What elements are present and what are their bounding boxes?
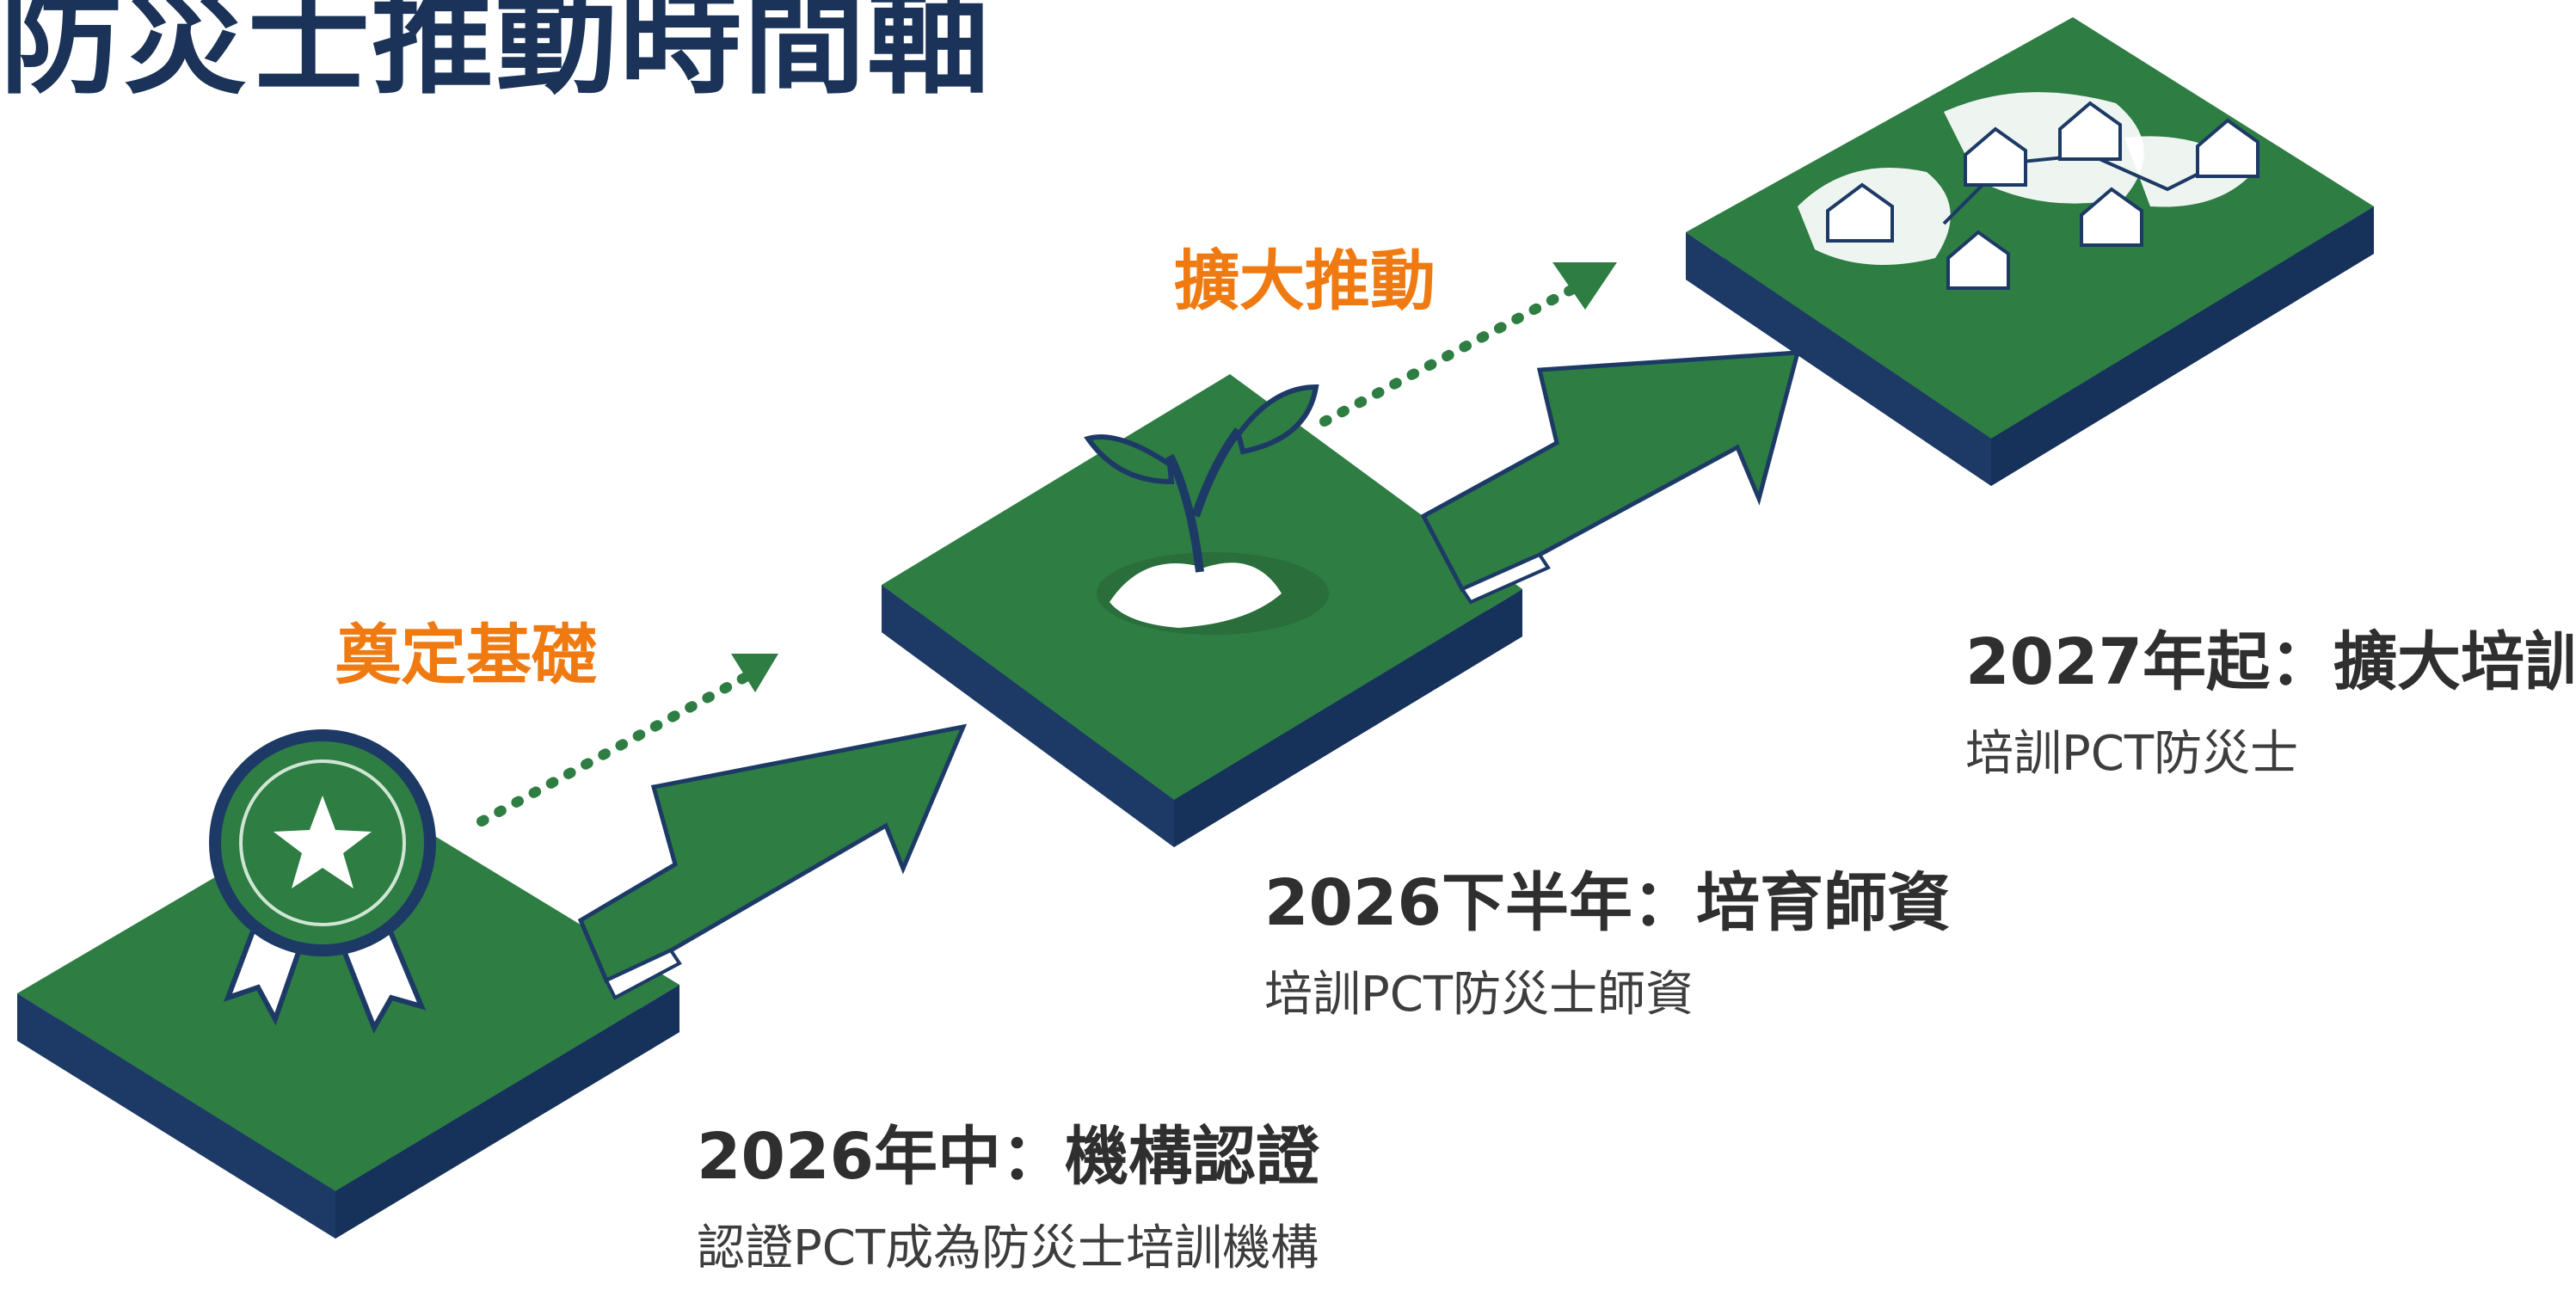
stage-title: 2027年起：擴大培訓: [1965, 625, 2576, 699]
award-medal-icon: [209, 729, 436, 1034]
stage-label-1: 2026年中：機構認證 認證PCT成為防災士培訓機構: [697, 1105, 1319, 1279]
arrow-stage-1-to-2: [577, 723, 968, 1000]
world-map-churches-icon: [1798, 92, 2259, 290]
stage-description: 培訓PCT防災士師資: [1264, 967, 1694, 1023]
dotted-arrow-foundation: [476, 654, 778, 827]
dotted-arrow-expansion: [1319, 262, 1617, 427]
sprout-icon: [1084, 384, 1329, 635]
stage-label-3: 2027年起：擴大培訓 培訓PCT防災士: [1965, 611, 2576, 784]
stage-title: 2026下半年：培育師資: [1264, 866, 1951, 940]
stage-title: 2026年中：機構認證: [697, 1120, 1319, 1194]
phase-label-foundation: 奠定基礎: [335, 617, 597, 693]
phase-label-expansion: 擴大推動: [1174, 243, 1436, 319]
stage-description: 培訓PCT防災士: [1965, 726, 2299, 782]
platform-stage-1: [17, 791, 679, 1239]
arrow-stage-2-to-3: [1420, 350, 1801, 605]
stage-label-2: 2026下半年：培育師資 培訓PCT防災士師資: [1264, 851, 1951, 1025]
page-title: 防災士推動時間軸: [0, 0, 991, 111]
platform-stage-3: [1686, 17, 2374, 486]
stage-description: 認證PCT成為防災士培訓機構: [697, 1220, 1319, 1276]
